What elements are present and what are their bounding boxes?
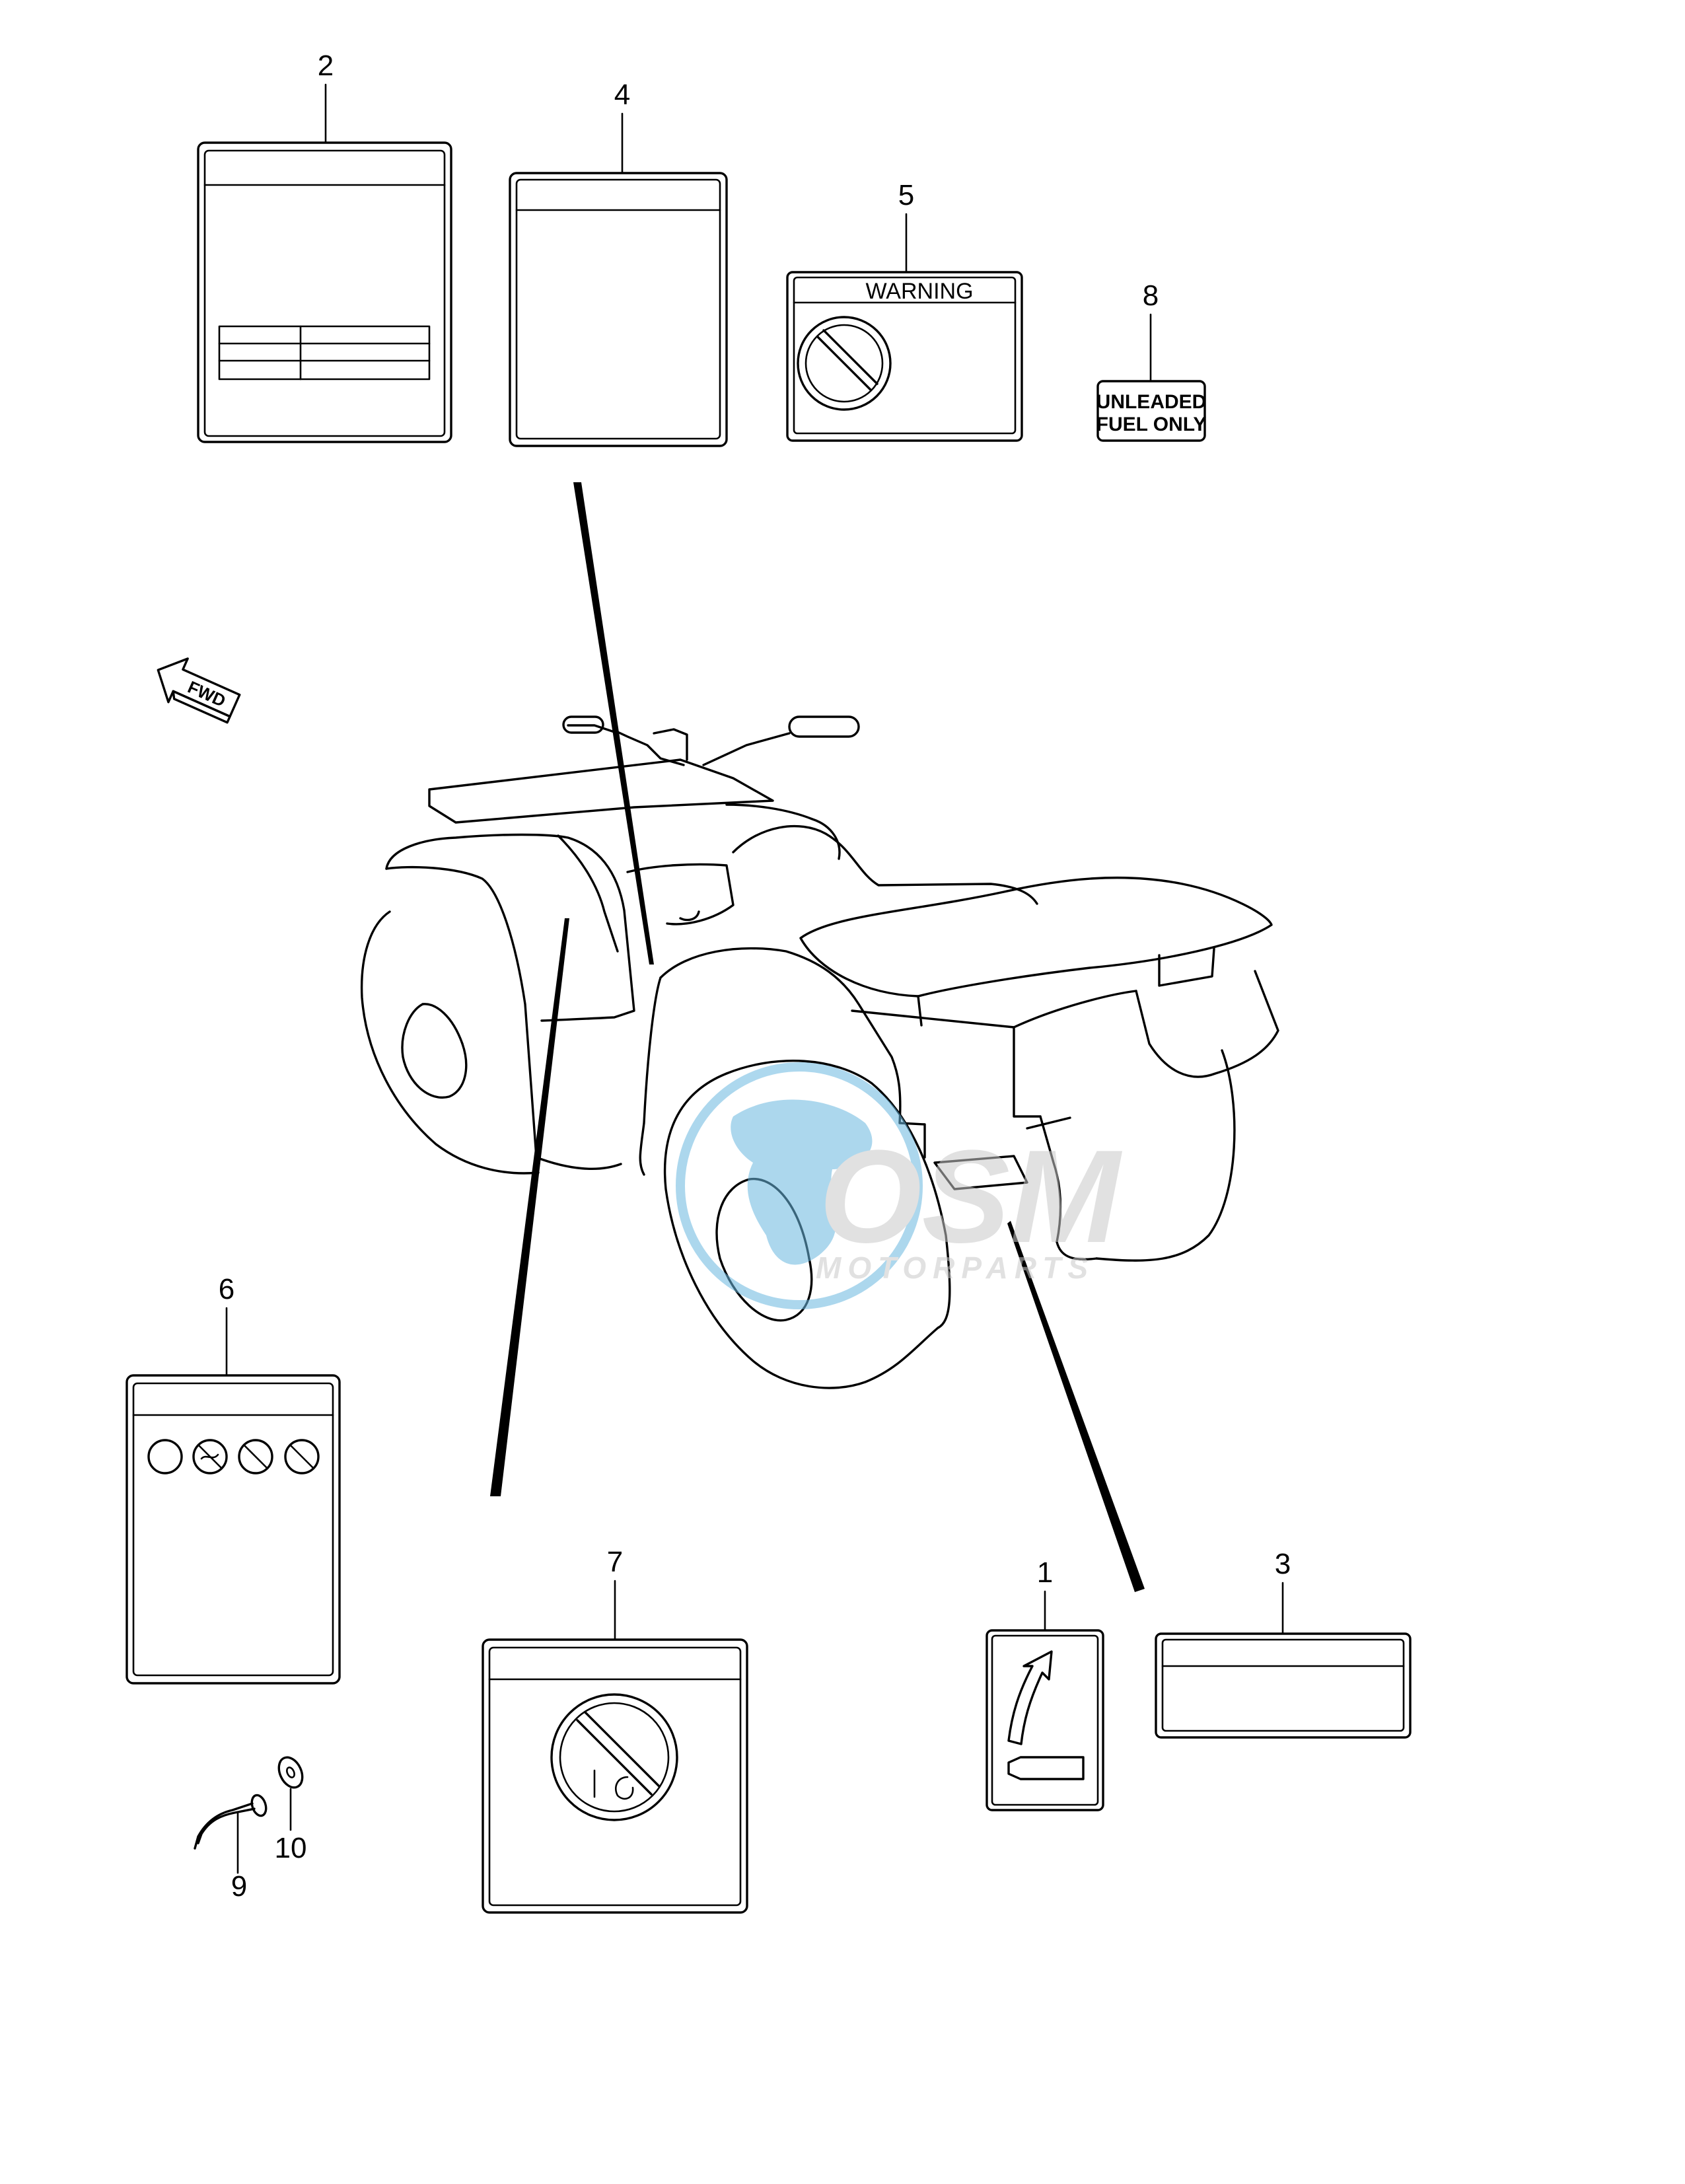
callout-7: 7 bbox=[607, 1546, 623, 1578]
callout-3: 3 bbox=[1275, 1548, 1291, 1580]
fwd-arrow-icon: FWD bbox=[157, 657, 241, 724]
callout-1: 1 bbox=[1037, 1556, 1053, 1589]
callout-2: 2 bbox=[318, 50, 334, 82]
label-part-2[interactable]: 2 bbox=[197, 50, 452, 443]
callout-9: 9 bbox=[231, 1870, 247, 1903]
callout-10: 10 bbox=[275, 1832, 307, 1864]
watermark-logo: OSM MOTORPARTS bbox=[676, 1062, 1123, 1309]
callout-6: 6 bbox=[219, 1273, 234, 1305]
unleaded-line1: UNLEADED bbox=[1096, 391, 1207, 413]
label-part-3[interactable]: 3 bbox=[1155, 1548, 1412, 1739]
rivet-part-9[interactable]: 9 bbox=[194, 1794, 268, 1903]
watermark-brand: OSM bbox=[819, 1123, 1123, 1270]
label-part-7[interactable]: 7 bbox=[482, 1546, 748, 1914]
label-part-4[interactable]: 4 bbox=[509, 79, 728, 447]
leader-line-upper bbox=[573, 482, 654, 965]
unleaded-line2: FUEL ONLY bbox=[1096, 414, 1207, 435]
leader-line-right bbox=[1007, 1221, 1145, 1592]
atv-outline bbox=[360, 715, 1279, 1389]
leader-line-lower bbox=[490, 918, 569, 1496]
label-part-1[interactable]: 1 bbox=[986, 1556, 1104, 1811]
label-part-6[interactable]: 6 bbox=[125, 1273, 341, 1685]
watermark-subtitle: MOTORPARTS bbox=[816, 1251, 1094, 1285]
label-part-8[interactable]: 8 UNLEADED FUEL ONLY bbox=[1096, 279, 1207, 442]
washer-part-10[interactable]: 10 bbox=[274, 1753, 306, 1864]
label-part-5[interactable]: 5 WARNING bbox=[786, 179, 1023, 442]
callout-8: 8 bbox=[1143, 279, 1159, 312]
warning-text: WARNING bbox=[865, 279, 973, 304]
callout-4: 4 bbox=[614, 79, 630, 111]
callout-5: 5 bbox=[898, 179, 914, 211]
